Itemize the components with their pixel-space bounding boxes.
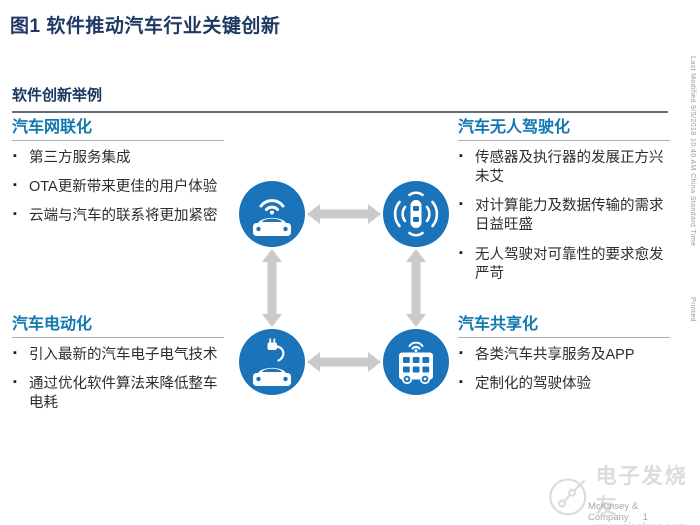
bullet-list-connectivity: 第三方服务集成 OTA更新带来更佳的用户体验 云端与汽车的联系将更加紧密 — [12, 149, 224, 226]
section-heading-connectivity: 汽车网联化 — [12, 113, 224, 141]
connected-car-icon — [253, 199, 291, 236]
page-number: 1 — [642, 512, 648, 523]
quadrant-autonomous: 汽车无人驾驶化 传感器及执行器的发展正方兴未艾 对计算能力及数据传输的需求日益旺… — [458, 113, 670, 294]
watermark-brand: 电子发烧友 — [595, 465, 688, 518]
arrow-top-horizontal — [307, 204, 381, 224]
watermark: 电子发烧友 www.elecfans.com — [546, 460, 700, 525]
bullet-list-shared: 各类汽车共享服务及APP 定制化的驾驶体验 — [458, 346, 670, 394]
cycle-diagram — [239, 181, 449, 395]
bullet-item: 第三方服务集成 — [12, 149, 224, 168]
arrow-right-vertical — [406, 249, 426, 327]
bullet-list-electric: 引入最新的汽车电子电气技术 通过优化软件算法来降低整车电耗 — [12, 346, 224, 413]
arrow-bottom-horizontal — [307, 352, 381, 372]
bullet-item: 各类汽车共享服务及APP — [458, 346, 670, 365]
bullet-item: 传感器及执行器的发展正方兴未艾 — [458, 149, 670, 187]
watermark-site: www.elecfans.com — [596, 521, 700, 525]
quadrant-connectivity: 汽车网联化 第三方服务集成 OTA更新带来更佳的用户体验 云端与汽车的联系将更加… — [12, 113, 224, 236]
bullet-item: 对计算能力及数据传输的需求日益旺盛 — [458, 197, 670, 235]
company-name: McKinsey & Company — [588, 501, 639, 523]
watermark-texts: 电子发烧友 www.elecfans.com — [596, 460, 700, 525]
bullet-item: 通过优化软件算法来降低整车电耗 — [12, 375, 224, 413]
quadrant-electric: 汽车电动化 引入最新的汽车电子电气技术 通过优化软件算法来降低整车电耗 — [12, 310, 224, 423]
last-modified-text: Last Modified 9/5/2018 10:40 AM China St… — [689, 56, 696, 247]
bullet-item: 定制化的驾驶体验 — [458, 375, 670, 394]
bullet-item: 引入最新的汽车电子电气技术 — [12, 346, 224, 365]
section-heading-autonomous: 汽车无人驾驶化 — [458, 113, 670, 141]
page-title: 图1 软件推动汽车行业关键创新 — [10, 16, 281, 37]
electric-car-icon — [253, 338, 291, 386]
bullet-item: 云端与汽车的联系将更加紧密 — [12, 207, 224, 226]
section-heading-shared: 汽车共享化 — [458, 310, 670, 338]
bullet-item: OTA更新带来更佳的用户体验 — [12, 178, 224, 197]
section-heading-electric: 汽车电动化 — [12, 310, 224, 338]
quadrant-shared: 汽车共享化 各类汽车共享服务及APP 定制化的驾驶体验 — [458, 310, 670, 404]
autonomous-car-icon — [393, 191, 439, 237]
shared-bus-icon — [399, 341, 433, 385]
bullet-item: 无人驾驶对可靠性的要求愈发严苛 — [458, 246, 670, 284]
printed-text: Printed — [689, 297, 696, 322]
arrow-left-vertical — [262, 249, 282, 327]
panel-subtitle: 软件创新举例 — [12, 84, 668, 113]
elecfans-logo-icon — [549, 477, 587, 516]
bullet-list-autonomous: 传感器及执行器的发展正方兴未艾 对计算能力及数据传输的需求日益旺盛 无人驾驶对可… — [458, 149, 670, 284]
